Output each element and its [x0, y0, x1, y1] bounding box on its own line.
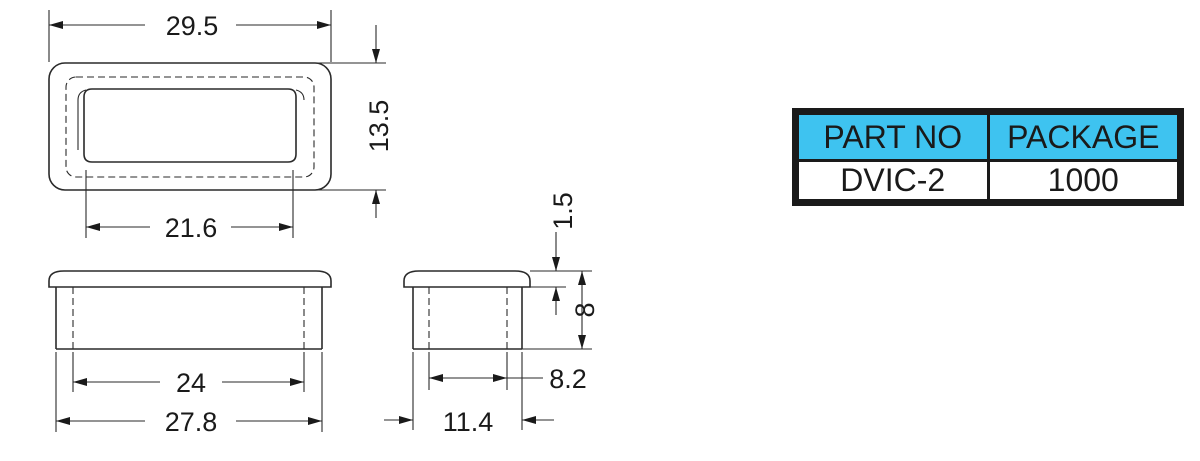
top-view — [48, 62, 332, 191]
dim-24: 24 — [72, 352, 305, 398]
cell-package: 1000 — [986, 159, 1180, 202]
side-view — [403, 270, 531, 350]
dim-29-5: 29.5 — [48, 10, 332, 62]
dim-8: 8 — [522, 270, 600, 350]
top-view-inner-step — [77, 89, 87, 150]
dim-27-8: 27.8 — [55, 352, 323, 437]
top-view-inner-step-right — [295, 89, 305, 101]
dim-label-1-5: 1.5 — [548, 192, 578, 230]
dim-1-5: 1.5 — [530, 192, 578, 315]
table-row: DVIC-2 1000 — [796, 159, 1180, 202]
header-part-no: PART NO — [796, 112, 990, 162]
top-view-inner-opening — [83, 88, 297, 163]
front-view — [48, 270, 332, 350]
top-view-hidden-outline — [65, 76, 315, 178]
dim-label-29-5: 29.5 — [166, 11, 219, 41]
dim-11-4: 11.4 — [384, 352, 554, 437]
dim-label-27-8: 27.8 — [165, 407, 218, 437]
header-package: PACKAGE — [986, 112, 1180, 162]
cell-part-no: DVIC-2 — [796, 159, 990, 202]
dim-label-8: 8 — [570, 302, 600, 317]
table-header-row: PART NO PACKAGE — [796, 112, 1180, 162]
dim-label-24: 24 — [176, 368, 206, 398]
front-view-lip — [48, 270, 332, 288]
dim-13-5: 13.5 — [318, 25, 394, 218]
top-view-outer-outline — [48, 62, 332, 191]
dim-21-6: 21.6 — [85, 170, 294, 243]
dim-8-2: 8.2 — [428, 352, 587, 394]
side-view-lip — [403, 270, 531, 288]
part-table: PART NO PACKAGE DVIC-2 1000 — [792, 108, 1184, 206]
dim-label-8-2: 8.2 — [549, 364, 587, 394]
dim-label-11-4: 11.4 — [443, 407, 494, 437]
dim-label-21-6: 21.6 — [165, 213, 218, 243]
dim-label-13-5: 13.5 — [364, 100, 394, 153]
